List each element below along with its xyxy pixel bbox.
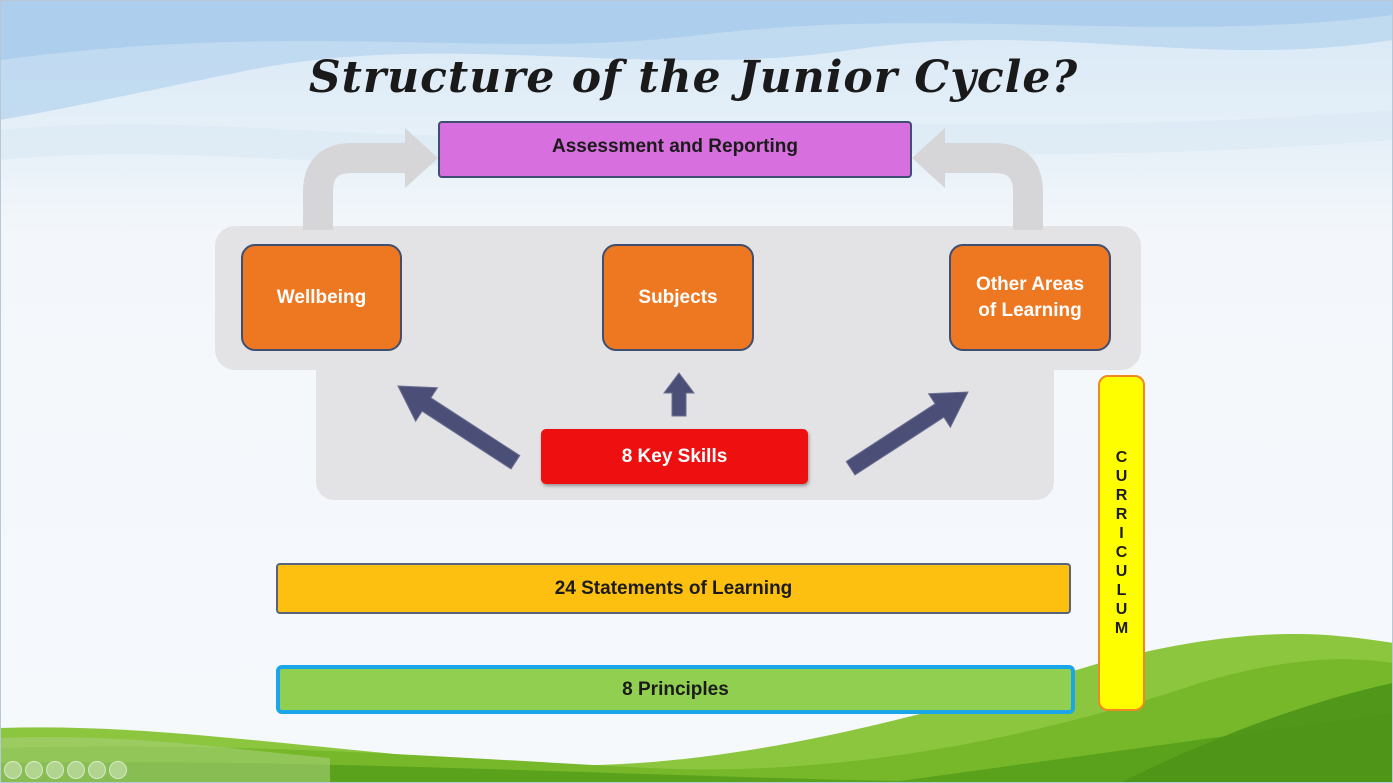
subjects-box: Subjects [602,244,754,351]
more-icon[interactable] [109,761,127,779]
curriculum-letter: U [1115,468,1128,485]
slide-nav-controls[interactable] [4,761,127,779]
other-areas-label: Other Areas of Learning [975,273,1085,321]
curriculum-letter: U [1115,601,1128,618]
curriculum-letter: R [1115,487,1128,504]
wellbeing-box: Wellbeing [241,244,402,351]
nav-back-icon[interactable] [4,761,22,779]
curriculum-letter: R [1115,506,1128,523]
curriculum-letter: I [1119,525,1124,542]
curriculum-letter: C [1115,544,1128,561]
curriculum-letter: L [1116,582,1127,599]
grass-background [0,634,1393,783]
slide-title: Structure of the Junior Cycle? [308,52,1079,103]
key-skills-box: 8 Key Skills [541,429,808,484]
curriculum-letter: U [1115,563,1128,580]
principles-box: 8 Principles [276,665,1075,714]
curriculum-letter: C [1115,449,1128,466]
grid-icon[interactable] [67,761,85,779]
curriculum-letter: M [1114,620,1129,637]
nav-forward-icon[interactable] [25,761,43,779]
zoom-icon[interactable] [88,761,106,779]
statements-box: 24 Statements of Learning [276,563,1071,614]
assessment-box: Assessment and Reporting [438,121,912,178]
other-areas-box: Other Areas of Learning [949,244,1111,351]
curriculum-box: C U R R I C U L U M [1098,375,1145,711]
pen-icon[interactable] [46,761,64,779]
